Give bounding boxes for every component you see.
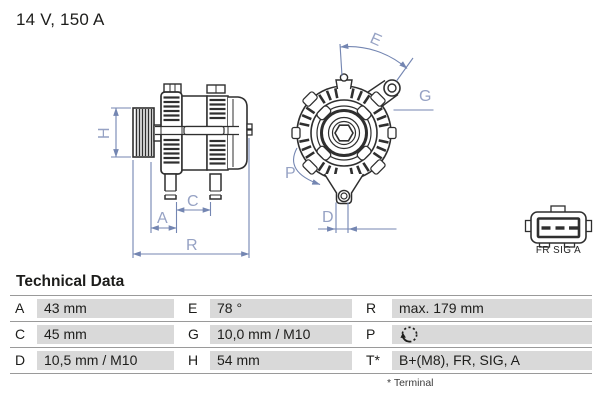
connector-label: FR SIG A — [536, 245, 581, 256]
dim-key-cell: D — [10, 351, 34, 370]
b-plus-terminal — [246, 123, 253, 136]
table-row: C 45 mm G 10,0 mm / M10 P — [10, 321, 592, 347]
dim-label-g: G — [419, 88, 431, 105]
dim-value-cell: 45 mm — [37, 325, 174, 344]
dim-key-cell: G — [183, 325, 207, 344]
dim-value-cell — [392, 325, 592, 344]
pulley — [132, 107, 162, 158]
dim-key-cell: P — [361, 325, 389, 344]
dim-value-cell: B+(M8), FR, SIG, A — [392, 351, 592, 370]
housing-bosses — [291, 91, 397, 175]
dim-value-cell: max. 179 mm — [392, 299, 592, 318]
side-view-dimensions: H A C R — [96, 107, 250, 258]
dim-label-p: P — [285, 165, 296, 182]
dim-key-cell: A — [10, 299, 34, 318]
dim-key-cell: T* — [361, 351, 389, 370]
technical-data-heading: Technical Data — [16, 273, 125, 290]
upper-right-ear — [367, 79, 401, 108]
terminal-footnote: * Terminal — [387, 377, 434, 389]
dim-value-cell: 54 mm — [210, 351, 352, 370]
alternator-front-view: E G P D — [285, 30, 434, 233]
connector-drawing: FR SIG A — [524, 205, 593, 256]
dim-value-cell: 10,0 mm / M10 — [210, 325, 352, 344]
cooling-fin-slots — [163, 96, 226, 165]
table-row: D 10,5 mm / M10 H 54 mm T* B+(M8), FR, S… — [10, 347, 592, 374]
dim-label-d: D — [322, 209, 334, 226]
alternator-side-view: H A C R — [96, 83, 253, 258]
technical-data-section: Technical Data A 43 mm E 78 ° R max. 179… — [10, 272, 592, 389]
dim-label-h: H — [96, 127, 113, 139]
dim-value-cell: 10,5 mm / M10 — [37, 351, 174, 370]
housing — [155, 83, 253, 200]
pulley-spokes — [316, 105, 372, 161]
dim-key-cell: H — [183, 351, 207, 370]
dim-key-cell: R — [361, 299, 389, 318]
dim-key-cell: C — [10, 325, 34, 344]
mounting-feet — [163, 173, 223, 200]
bottom-bracket — [323, 173, 365, 205]
table-row: A 43 mm E 78 ° R max. 179 mm — [10, 295, 592, 321]
dim-label-c: C — [187, 193, 199, 210]
dim-value-cell: 43 mm — [37, 299, 174, 318]
dim-label-r: R — [186, 237, 198, 254]
page-title: 14 V, 150 A — [16, 10, 105, 29]
dim-value-cell: 78 ° — [210, 299, 352, 318]
dim-label-e: E — [367, 30, 384, 50]
dim-label-a: A — [157, 210, 168, 227]
front-view-dimensions: E G P D — [285, 30, 434, 233]
top-ear — [335, 73, 353, 90]
shaft-nut — [334, 124, 354, 142]
dim-key-cell: E — [183, 299, 207, 318]
clockwise-rotation-icon — [400, 326, 418, 343]
connector-pins — [541, 226, 578, 230]
